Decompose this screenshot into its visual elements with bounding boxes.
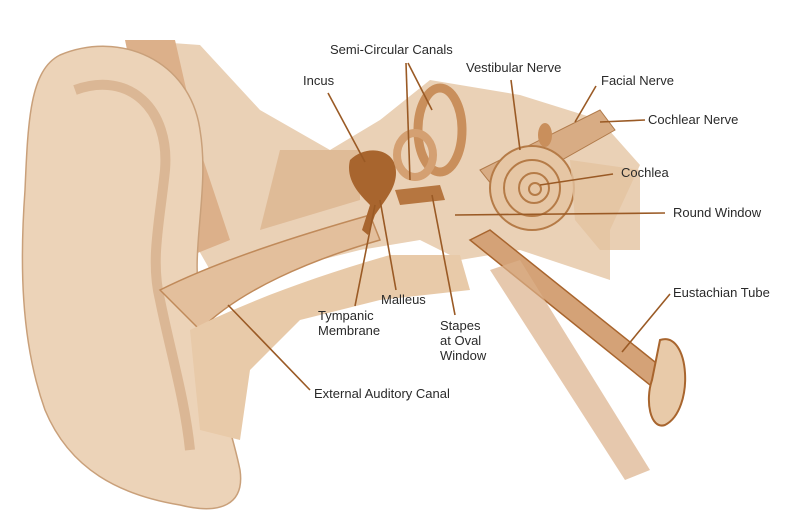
leader-vestibular — [510, 79, 521, 151]
right-tissue — [570, 160, 640, 250]
label-line: at Oval — [440, 333, 482, 348]
leader-scc-2 — [407, 62, 433, 111]
label-cochlear-nerve: Cochlear Nerve — [648, 112, 739, 127]
muscle-fibers — [490, 260, 650, 480]
lower-tissue — [190, 255, 470, 440]
auditory-canal — [158, 214, 382, 332]
label-line: Window — [440, 348, 487, 363]
label-facial-nerve: Facial Nerve — [601, 73, 674, 88]
eustachian-bell — [647, 338, 687, 427]
label-cochlea: Cochlea — [621, 165, 669, 180]
label-stapes-at-oval-window: Stapes at Oval Window — [440, 318, 486, 363]
label-line: Stapes — [440, 318, 481, 333]
leader-cochlea — [539, 173, 614, 186]
label-eustachian-tube: Eustachian Tube — [673, 285, 770, 300]
leader-tympanic — [354, 204, 376, 307]
leader-scc-1 — [405, 62, 411, 181]
pinna-fold — [73, 79, 195, 451]
leader-lines — [227, 62, 671, 391]
leader-eac — [227, 304, 311, 391]
nerve-end — [538, 123, 552, 147]
cochlea-turn-2 — [518, 172, 550, 204]
semicircular-canal-2 — [393, 129, 437, 181]
cochlea-turn-1 — [503, 159, 561, 217]
label-semi-circular-canals: Semi-Circular Canals — [330, 42, 453, 57]
leader-stapes — [431, 194, 456, 316]
bone-texture — [260, 150, 360, 230]
leader-round-window — [454, 212, 666, 216]
label-incus: Incus — [303, 73, 335, 88]
leader-eustachian — [621, 293, 671, 353]
leader-incus — [327, 92, 366, 163]
pinna — [21, 45, 242, 510]
label-line: Tympanic — [318, 308, 374, 323]
leader-cochlear — [599, 119, 646, 123]
label-vestibular-nerve: Vestibular Nerve — [466, 60, 562, 75]
label-round-window: Round Window — [673, 205, 762, 220]
cochlea-turn-3 — [528, 182, 542, 196]
leader-facial — [574, 85, 597, 123]
ossicles — [349, 150, 396, 235]
cochlea-shape — [489, 145, 575, 231]
label-external-auditory-canal: External Auditory Canal — [314, 386, 450, 401]
label-tympanic-membrane: Tympanic Membrane — [318, 308, 380, 338]
leader-malleus — [379, 199, 397, 291]
label-malleus: Malleus — [381, 292, 426, 307]
label-line: Membrane — [318, 323, 381, 338]
